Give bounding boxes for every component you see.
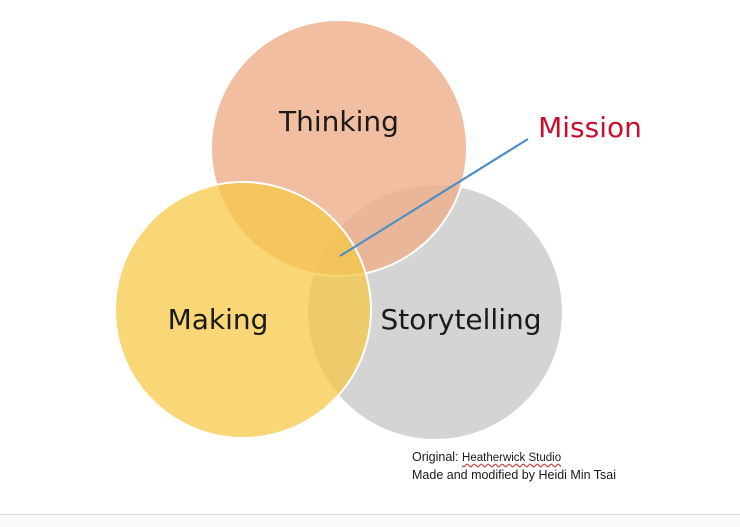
label-storytelling: Storytelling xyxy=(380,303,541,336)
credit-made-by: Made and modified by Heidi Min Tsai xyxy=(412,468,617,482)
label-making: Making xyxy=(168,303,269,336)
circle-making xyxy=(114,181,372,439)
label-mission: Mission xyxy=(538,111,642,144)
mission-pointer-line xyxy=(339,138,529,257)
bottom-divider xyxy=(0,514,740,527)
credit-original-line: Original: Heatherwick Studio xyxy=(412,449,616,467)
credit-original-studio: Heatherwick Studio xyxy=(462,452,562,464)
credit-original-prefix: Original: xyxy=(412,450,459,464)
label-thinking: Thinking xyxy=(278,105,399,138)
credits-block: Original: Heatherwick Studio Made and mo… xyxy=(412,449,616,484)
